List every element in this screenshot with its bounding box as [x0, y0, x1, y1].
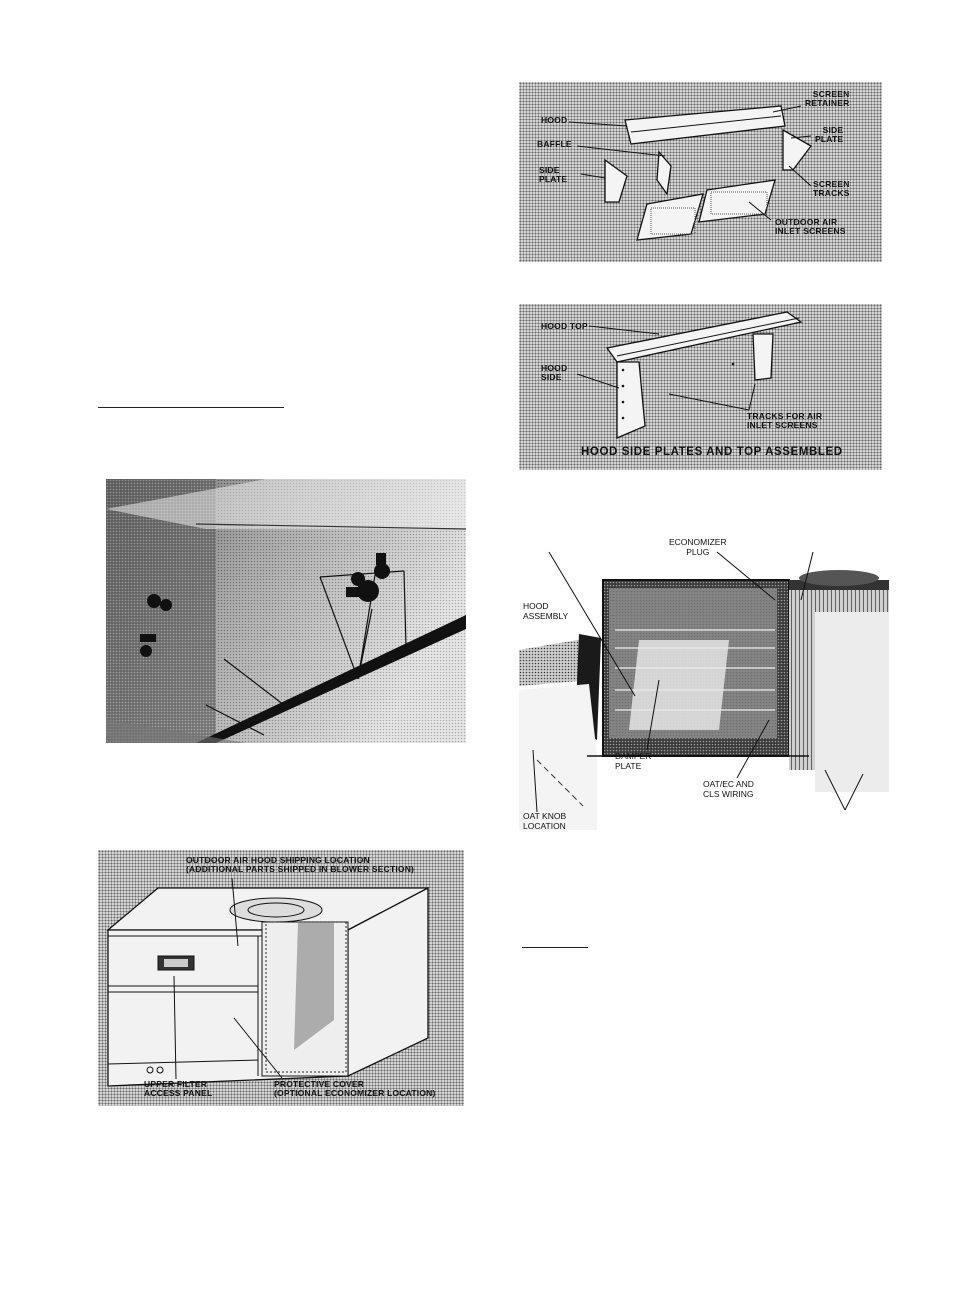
- economizer-plug-label: ECONOMIZER PLUG: [669, 537, 727, 557]
- shipping-location-figure: OUTDOOR AIR HOOD SHIPPING LOCATION (ADDI…: [98, 850, 464, 1106]
- side-plate-left-label: SIDE PLATE: [539, 165, 568, 184]
- rigging-photo-image: [106, 479, 466, 743]
- rooftop-unit-drawing: [106, 877, 429, 1087]
- tracks-label: TRACKS FOR AIR INLET SCREENS: [747, 411, 823, 430]
- hood-assembly-label: HOOD ASSEMBLY: [523, 601, 569, 621]
- inlet-screens-label: OUTDOOR AIR INLET SCREENS: [775, 217, 846, 236]
- hood-shipping-label: OUTDOOR AIR HOOD SHIPPING LOCATION (ADDI…: [186, 855, 415, 874]
- economizer-photo-figure: ECONOMIZER PLUG HOOD ASSEMBLY DAMPER PLA…: [519, 530, 889, 830]
- screen-retainer-label: SCREEN RETAINER: [805, 89, 850, 108]
- screen-tracks-label: SCREEN TRACKS: [813, 179, 850, 198]
- rigging-photo: [106, 479, 466, 743]
- wiring-label: OAT/EC AND CLS WIRING: [703, 779, 754, 799]
- hood-label: HOOD: [541, 115, 568, 125]
- upper-filter-label: UPPER FILTER ACCESS PANEL: [144, 1079, 213, 1098]
- economizer-photo-image: [519, 551, 889, 830]
- hood-parts-drawing: [568, 105, 812, 241]
- baffle-label: BAFFLE: [537, 139, 572, 149]
- hood-side-label: HOOD SIDE: [541, 363, 568, 382]
- hood-assembled-drawing: [576, 311, 803, 439]
- protective-cover-label: PROTECTIVE COVER (OPTIONAL ECONOMIZER LO…: [274, 1079, 436, 1098]
- hood-top-label: HOOD TOP: [541, 321, 588, 331]
- hood-parts-figure: HOOD SCREEN RETAINER BAFFLE SIDE PLATE S…: [519, 82, 882, 262]
- section-heading-rule-right: [522, 947, 588, 948]
- hood-assembled-figure: HOOD TOP HOOD SIDE TRACKS FOR AIR INLET …: [519, 304, 882, 470]
- hood-assembled-caption: HOOD SIDE PLATES AND TOP ASSEMBLED: [581, 446, 843, 458]
- oat-knob-label: OAT KNOB LOCATION: [523, 811, 567, 830]
- section-heading-rule-left: [98, 407, 284, 408]
- side-plate-right-label: SIDE PLATE: [815, 125, 844, 144]
- damper-plate-label: DAMPER PLATE: [615, 751, 652, 771]
